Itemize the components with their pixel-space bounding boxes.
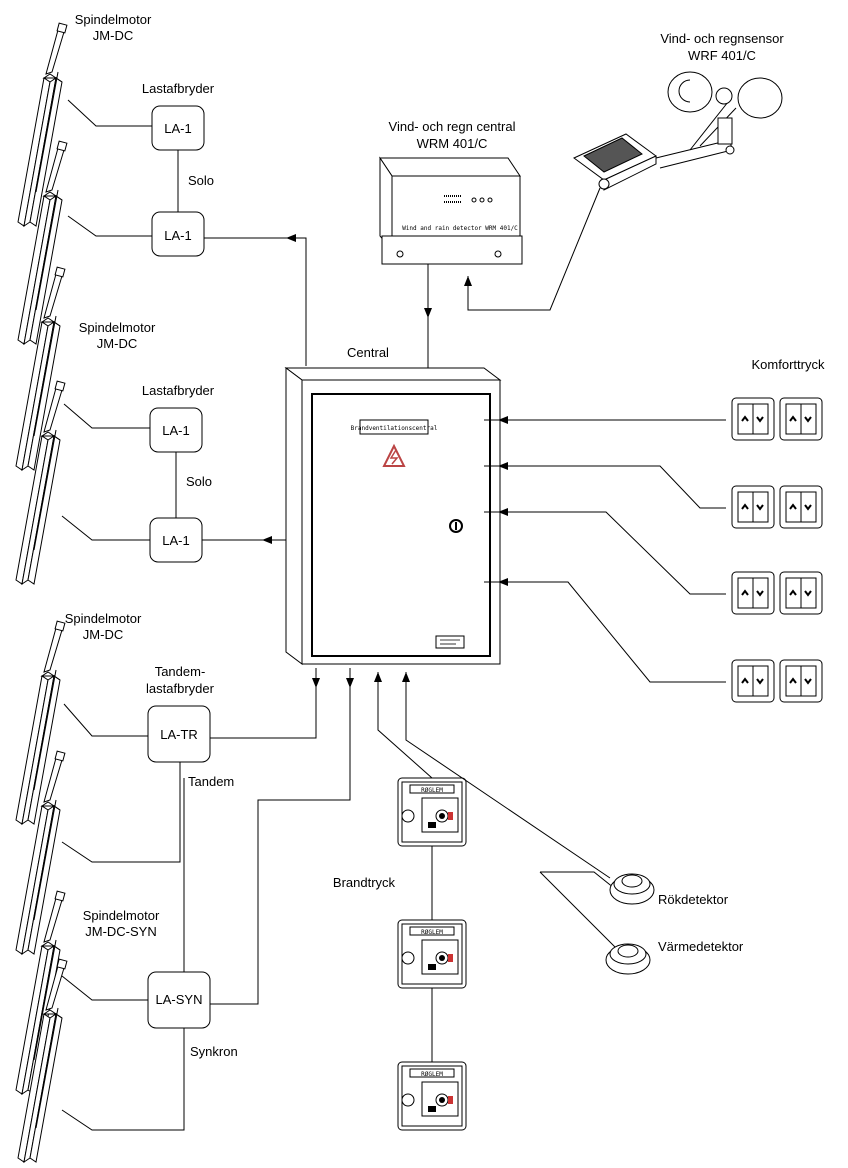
wind-sensor-title-1: Vind- och regnsensor: [660, 31, 784, 46]
comfort-switch-4: [731, 659, 823, 703]
wind-central-title-1: Vind- och regn central: [389, 119, 516, 134]
wind-sensor-title-2: WRF 401/C: [688, 48, 756, 63]
motor-label-2b: JM-DC: [97, 336, 137, 351]
group2-switch-bottom-label: LA-1: [162, 533, 189, 548]
fire-button-2-brand: RØGLEM: [421, 929, 443, 936]
comfort-title: Komforttryck: [752, 357, 825, 372]
group1-switch-top: [151, 105, 205, 151]
motor-label-3b: JM-DC: [83, 627, 123, 642]
motor-label-1b: JM-DC: [93, 28, 133, 43]
heat-detector-label: Värmedetektor: [658, 939, 744, 954]
wind-central-panel-text: Wind and rain detector WRM 401/C: [402, 225, 518, 232]
group1-switch-bottom: [151, 211, 205, 257]
wind-rain-central: Wind and rain detector WRM 401/C: [379, 156, 523, 265]
group3-title-1: Tandem-: [155, 664, 206, 679]
group2-title: Lastafbryder: [142, 383, 215, 398]
central-cabinet: Brandventilationscentral: [284, 367, 502, 665]
rating-plate: [435, 635, 465, 649]
wind-rain-sensor: [573, 71, 783, 191]
group4-switch: [147, 971, 211, 1029]
central-panel-label: Brandventilationscentral: [351, 425, 438, 432]
group1-mode: Solo: [188, 173, 214, 188]
motor-label-3a: Spindelmotor: [65, 611, 142, 626]
spindle-motor-3a: [15, 620, 66, 825]
comfort-switch-3: [731, 571, 823, 615]
motor-label-2a: Spindelmotor: [79, 320, 156, 335]
group3-mode: Tandem: [188, 774, 234, 789]
fire-buttons-title: Brandtryck: [333, 875, 396, 890]
group3-title-2: lastafbryder: [146, 681, 215, 696]
group2-switch-top: [149, 407, 203, 453]
group3-switch-label: LA-TR: [160, 727, 198, 742]
fire-button-3-brand: RØGLEM: [421, 1071, 443, 1078]
motor-label-1a: Spindelmotor: [75, 12, 152, 27]
group1-switch-bottom-label: LA-1: [164, 228, 191, 243]
group1-switch-top-label: LA-1: [164, 121, 191, 136]
fire-button-1-brand: RØGLEM: [421, 787, 443, 794]
wind-central-title-2: WRM 401/C: [417, 136, 488, 151]
smoke-detector-label: Rökdetektor: [658, 892, 729, 907]
group3-switch: [147, 705, 211, 763]
group2-switch-top-label: LA-1: [162, 423, 189, 438]
warning-icon: [382, 443, 406, 467]
comfort-switch-2: [731, 485, 823, 529]
group2-mode: Solo: [186, 474, 212, 489]
motor-label-4a: Spindelmotor: [83, 908, 160, 923]
smoke-detector: [609, 873, 655, 905]
spindle-motor-1a: [17, 22, 68, 227]
group4-switch-label: LA-SYN: [156, 992, 203, 1007]
group4-mode: Synkron: [190, 1044, 238, 1059]
group1-title: Lastafbryder: [142, 81, 215, 96]
motor-label-4b: JM-DC-SYN: [85, 924, 157, 939]
central-title: Central: [347, 345, 389, 360]
heat-detector: [605, 943, 651, 975]
comfort-switch-1: [731, 397, 823, 441]
